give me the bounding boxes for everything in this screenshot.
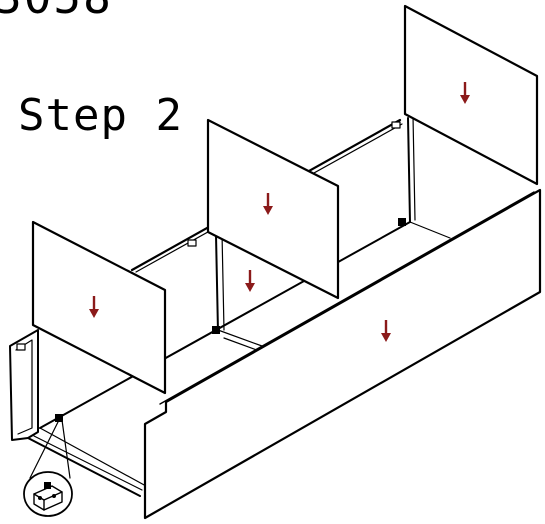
down-arrow-icon [381,320,391,342]
middle-divider-panel [206,118,340,300]
partial-model-number: 3058 [0,0,113,24]
front-panel [143,188,542,520]
right-divider-panel [403,4,539,186]
down-arrow-icon [89,296,99,318]
step-title: Step 2 [18,90,183,141]
left-panel [31,220,167,395]
bracket-detail-icon [23,419,73,517]
down-arrow-icon [245,270,255,292]
down-arrow-icon [263,193,273,215]
down-arrow-icon [460,82,470,104]
cabinet-frame [9,115,451,497]
